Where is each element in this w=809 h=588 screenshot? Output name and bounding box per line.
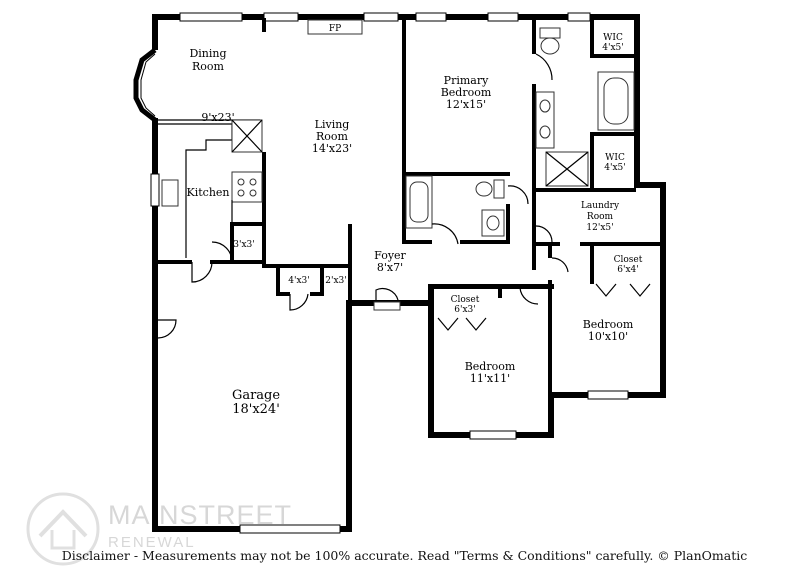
- interior-walls: [152, 18, 666, 398]
- primary-label: Primary: [444, 74, 489, 87]
- fireplace-label: FP: [329, 24, 341, 34]
- foyer-dim: 8'x7': [377, 261, 403, 274]
- pantry-dim: 3'x3': [233, 240, 254, 250]
- dining-label-2: Room: [192, 60, 225, 73]
- exterior-walls: [152, 14, 666, 532]
- watermark-sub: RENEWAL: [108, 534, 196, 551]
- bedroom2-label: Bedroom: [465, 360, 516, 373]
- kitchen-dim: 9'x23': [201, 111, 234, 124]
- living-dim: 14'x23': [312, 142, 352, 155]
- closet-2x3-dim: 2'x3': [325, 276, 346, 286]
- closet-4x3-dim: 4'x3': [288, 276, 309, 286]
- fireplace: [307, 19, 363, 35]
- bedroom2-dim: 11'x11': [470, 372, 510, 385]
- laundry-label: Laundry: [581, 201, 620, 211]
- laundry-label-2: Room: [587, 212, 614, 222]
- living-label-2: Room: [316, 130, 349, 143]
- doors: [157, 53, 651, 339]
- room-labels: Dining Room 9'x23' Kitchen 3'x3' FP Livi…: [187, 24, 643, 417]
- primary-dim: 12'x15': [446, 98, 486, 111]
- kitchen-label: Kitchen: [187, 186, 230, 199]
- house-logo-icon: [26, 492, 100, 566]
- bedroom3-label: Bedroom: [583, 318, 634, 331]
- bay-window: [133, 48, 157, 122]
- garage-label: Garage: [232, 388, 280, 403]
- closet-b-dim: 6'x3': [454, 305, 475, 315]
- foyer-label: Foyer: [374, 249, 406, 262]
- primary-label-2: Bedroom: [441, 86, 492, 99]
- closet-b-label: Closet: [451, 295, 480, 305]
- wic1-label: WIC: [603, 33, 623, 43]
- laundry-dim: 12'x5': [586, 223, 613, 233]
- bedroom3-dim: 10'x10': [588, 330, 628, 343]
- windows: [150, 12, 629, 534]
- kitchen-counters: [158, 119, 263, 258]
- living-label: Living: [315, 118, 350, 131]
- wic2-dim: 4'x5': [604, 163, 625, 173]
- closet-a-label: Closet: [614, 255, 643, 265]
- dining-label: Dining: [189, 47, 226, 60]
- garage-dim: 18'x24': [232, 402, 280, 417]
- disclaimer-text: Disclaimer - Measurements may not be 100…: [61, 548, 748, 563]
- wic1-dim: 4'x5': [602, 43, 623, 53]
- closet-a-dim: 6'x4': [617, 265, 638, 275]
- wic2-label: WIC: [605, 153, 625, 163]
- bath-fixtures: [405, 27, 635, 237]
